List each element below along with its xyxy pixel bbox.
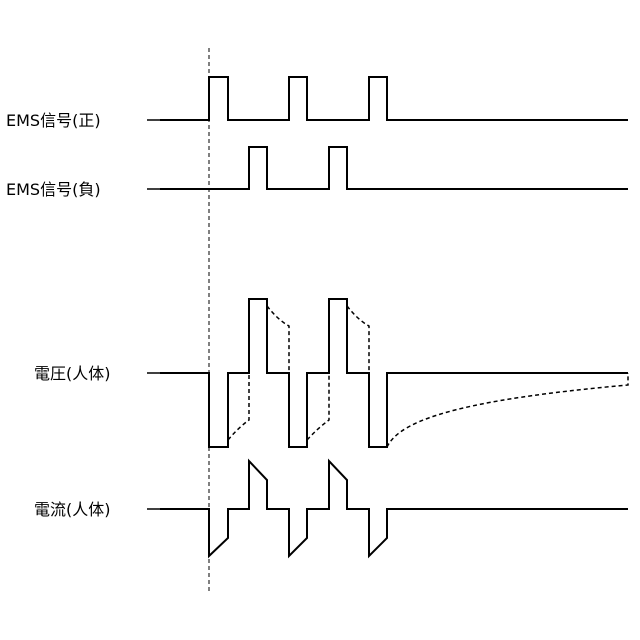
voltage-decay-3 bbox=[307, 373, 329, 440]
voltage-decay-2 bbox=[267, 306, 289, 373]
waveform-current-body bbox=[160, 461, 628, 556]
label-ems-negative: EMS信号(負) bbox=[6, 180, 101, 199]
label-ems-positive: EMS信号(正) bbox=[6, 111, 101, 130]
waveform-voltage-body bbox=[160, 299, 628, 447]
voltage-decay-1 bbox=[228, 373, 249, 440]
voltage-decay-4 bbox=[347, 306, 369, 373]
voltage-decay-tail bbox=[387, 373, 628, 447]
waveform-ems-positive bbox=[160, 77, 628, 120]
label-current-body: 電流(人体) bbox=[34, 500, 111, 519]
waveform-ems-negative bbox=[160, 147, 628, 189]
label-voltage-body: 電圧(人体) bbox=[34, 364, 111, 383]
